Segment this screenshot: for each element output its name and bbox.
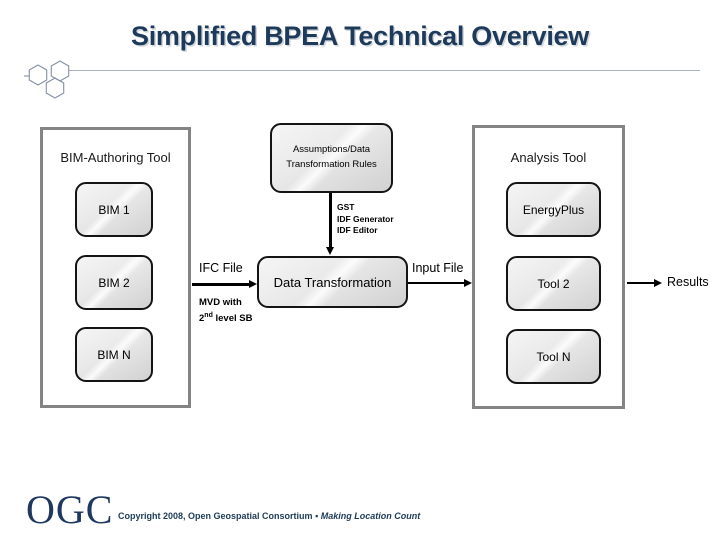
slide-title: Simplified BPEA Technical Overview — [131, 21, 589, 51]
bim-n-box: BIM N — [75, 327, 153, 382]
idf-editor-label: IDF Editor — [337, 225, 378, 235]
energyplus-label: EnergyPlus — [522, 202, 585, 217]
mvd-line1: MVD with — [199, 297, 242, 308]
analysis-tool-label: Analysis Tool — [510, 150, 587, 165]
mvd-line2: 2nd level SB — [199, 312, 253, 325]
analysis-tool-container: Analysis Tool EnergyPlus Tool 2 Tool N — [472, 125, 625, 409]
results-label: Results — [667, 275, 709, 289]
bim-n-label: BIM N — [97, 347, 131, 362]
data-transformation-label: Data Transformation — [273, 274, 392, 290]
assumptions-rules-label: Assumptions/Data Transformation Rules — [286, 144, 377, 170]
tool-2-label: Tool 2 — [537, 276, 570, 291]
tool-2-box: Tool 2 — [506, 256, 601, 311]
copyright-bullet: ▪ — [315, 511, 319, 521]
assumptions-rules-box: Assumptions/Data Transformation Rules — [270, 123, 393, 193]
transform-tools-label: GST IDF Generator IDF Editor — [337, 202, 394, 237]
mvd-label: MVD with 2nd level SB — [199, 296, 252, 325]
tool-n-label: Tool N — [536, 349, 571, 364]
input-file-label: Input File — [412, 261, 464, 275]
rules-to-transform-arrow — [329, 193, 332, 247]
data-transformation-box: Data Transformation — [257, 256, 408, 308]
bim-2-box: BIM 2 — [75, 255, 153, 310]
copyright-main: Copyright 2008, Open Geospatial Consorti… — [118, 511, 313, 521]
analysis-to-results-arrow — [627, 282, 655, 284]
bim-authoring-tool-container: BIM-Authoring Tool BIM 1 BIM 2 BIM N — [40, 127, 191, 408]
tool-n-box: Tool N — [506, 329, 601, 384]
title-rule — [69, 70, 700, 71]
ifc-file-label: IFC File — [199, 261, 243, 275]
bim-1-label: BIM 1 — [98, 202, 130, 217]
bim-to-transform-arrow — [192, 283, 250, 286]
bim-1-box: BIM 1 — [75, 182, 153, 237]
ogc-logo: OGC — [26, 487, 114, 532]
energyplus-box: EnergyPlus — [506, 182, 601, 237]
idf-generator-label: IDF Generator — [337, 213, 394, 224]
copyright-text: Copyright 2008, Open Geospatial Consorti… — [118, 511, 420, 521]
transform-to-analysis-arrow — [408, 282, 465, 284]
hexagon-logo-icon — [24, 54, 76, 106]
copyright-tagline: Making Location Count — [320, 511, 421, 521]
gst-label: GST — [337, 202, 355, 212]
bim-2-label: BIM 2 — [98, 275, 130, 290]
bim-authoring-tool-label: BIM-Authoring Tool — [60, 150, 171, 165]
